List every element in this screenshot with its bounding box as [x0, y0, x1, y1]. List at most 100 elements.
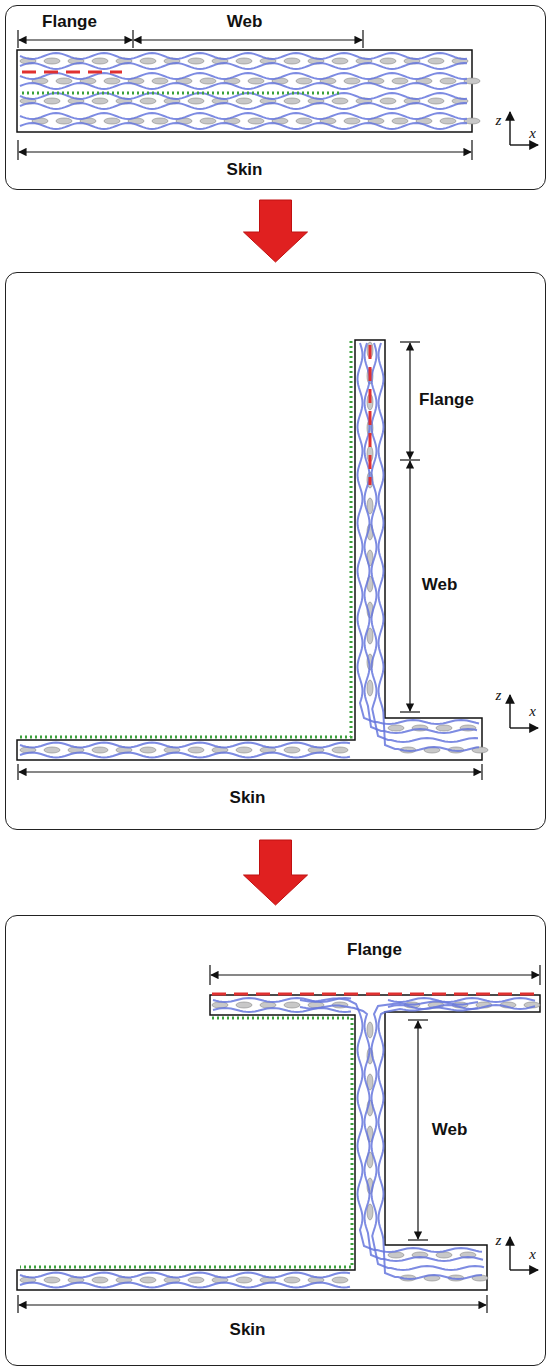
dimension-label: Skin	[227, 160, 263, 180]
dimension-label: Web	[432, 1120, 468, 1140]
cross-tow	[140, 98, 156, 104]
fiber-tow	[388, 1005, 535, 1009]
fiber-tow	[20, 123, 467, 129]
fiber-tow	[372, 1002, 485, 1271]
cross-tow	[236, 1002, 252, 1008]
dimension-label: Flange	[419, 390, 474, 410]
dimension-lines	[18, 342, 482, 780]
cross-tow	[332, 747, 348, 753]
fiber-tow	[379, 1008, 483, 1280]
fiber-tow	[20, 93, 467, 99]
fiber-tow	[20, 53, 467, 59]
cross-tow	[140, 1277, 156, 1283]
dimension-label: Flange	[42, 12, 97, 32]
axis-label: x	[529, 124, 536, 141]
cross-tow	[92, 98, 108, 104]
dimension-label: Web	[227, 12, 263, 32]
fiber-tow	[213, 1008, 351, 1012]
cross-tow	[188, 58, 204, 64]
cross-tow	[380, 98, 396, 104]
cross-tow	[200, 118, 216, 124]
cross-tow	[296, 118, 312, 124]
cross-tow	[284, 1277, 300, 1283]
cross-tow	[92, 1277, 108, 1283]
dimension-label: Skin	[230, 1320, 266, 1340]
cross-tow	[296, 78, 312, 84]
fiber-tow	[20, 1283, 350, 1288]
cross-tow	[104, 118, 120, 124]
fiber-tow	[20, 73, 467, 79]
cross-tow	[284, 747, 300, 753]
cross-tow	[236, 747, 252, 753]
cross-tow	[344, 78, 360, 84]
fiber-tow	[300, 1006, 483, 1262]
fiber-tow	[20, 113, 467, 119]
flange-interface	[212, 993, 540, 996]
axis-label: z	[496, 686, 502, 703]
cross-tow	[188, 1277, 204, 1283]
cross-tow	[92, 747, 108, 753]
fiber-tow	[20, 83, 467, 89]
cross-tow	[388, 725, 404, 731]
fiber-tow	[20, 63, 467, 69]
cross-tow	[392, 118, 408, 124]
axis-label: z	[496, 111, 502, 128]
cross-tow	[152, 78, 168, 84]
cross-tow	[344, 118, 360, 124]
fiber-tow	[379, 343, 480, 751]
cross-tow	[44, 747, 60, 753]
cross-tow	[332, 1277, 348, 1283]
cross-tow	[380, 58, 396, 64]
axis-triad	[510, 1237, 538, 1270]
process-panel: FlangeWebSkinzx	[5, 915, 546, 1366]
cross-tow	[104, 78, 120, 84]
cross-tow	[248, 118, 264, 124]
cross-tow	[236, 98, 252, 104]
cross-tow	[284, 98, 300, 104]
cross-tow	[440, 118, 456, 124]
fiber-layers	[20, 998, 540, 1288]
dimension-lines	[18, 965, 540, 1313]
process-panel: FlangeWebSkinzx	[5, 272, 546, 830]
cross-tow	[248, 78, 264, 84]
cross-tow	[284, 1002, 300, 1008]
cross-tow	[92, 58, 108, 64]
fiber-layers	[20, 53, 480, 129]
fiber-tow	[20, 103, 467, 109]
cross-tow	[140, 747, 156, 753]
process-arrow	[244, 840, 308, 905]
cross-tow	[188, 747, 204, 753]
cross-tow	[440, 78, 456, 84]
dimension-lines	[18, 30, 472, 160]
cross-tow	[44, 58, 60, 64]
axis-label: x	[529, 702, 536, 719]
fiber-tow	[300, 999, 482, 1253]
cross-tow	[284, 58, 300, 64]
l-section-laminate	[17, 340, 482, 760]
flange-interface	[369, 345, 372, 485]
cross-tow	[140, 58, 156, 64]
fiber-tow	[20, 743, 350, 748]
fiber-tow	[372, 343, 479, 742]
axis-triad	[510, 112, 538, 145]
fiber-tow	[20, 753, 350, 758]
process-panel: Flange WebSkin z x	[5, 5, 546, 190]
cross-tow	[152, 118, 168, 124]
axis-label: z	[496, 1231, 502, 1248]
axis-triad	[510, 695, 538, 728]
cross-tow	[392, 78, 408, 84]
skin-interface	[20, 340, 351, 737]
skin-interface	[20, 1018, 352, 1267]
cross-tow	[428, 98, 444, 104]
cross-tow	[436, 725, 452, 731]
flange-interface	[22, 71, 122, 74]
cross-tow	[428, 58, 444, 64]
cross-tow	[367, 1022, 373, 1038]
fiber-tow	[388, 998, 535, 1002]
cross-tow	[236, 58, 252, 64]
axis-label: x	[529, 1245, 536, 1262]
process-arrow	[244, 200, 308, 262]
cross-tow	[56, 78, 72, 84]
cross-tow	[188, 98, 204, 104]
cross-tow	[44, 98, 60, 104]
